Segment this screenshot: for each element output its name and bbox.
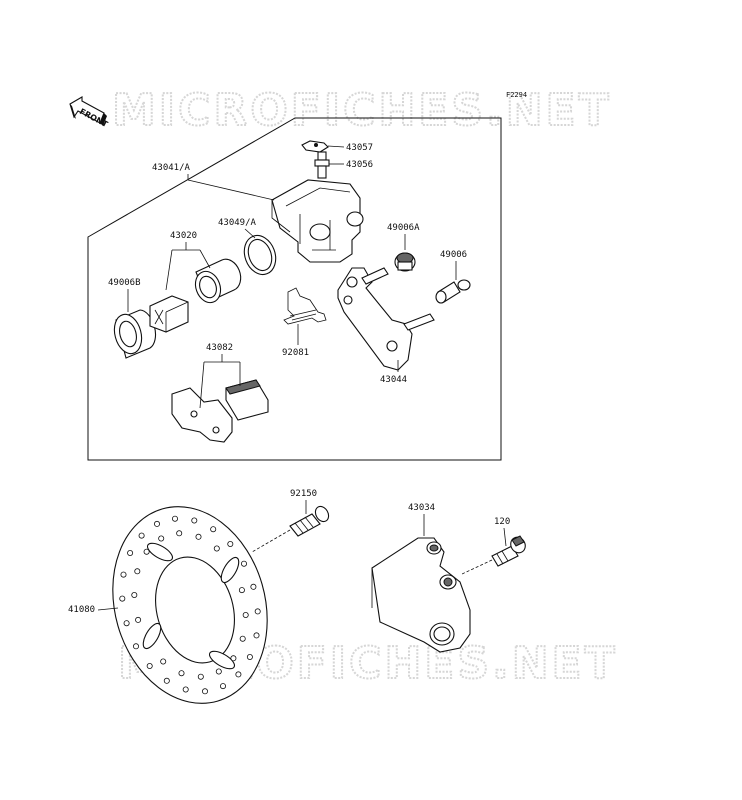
pad-spring: [283, 287, 327, 325]
disc-hole: [238, 587, 245, 594]
disc-hole: [197, 673, 204, 680]
disc-hole: [219, 683, 226, 690]
label-43056: 43056: [346, 160, 373, 170]
label-43082: 43082: [206, 343, 233, 353]
piston-seal: [243, 234, 277, 276]
disc-hole: [119, 595, 126, 602]
piston-insert: [149, 295, 189, 333]
dust-boot-b: [113, 309, 157, 359]
disc-hole: [230, 655, 237, 662]
disc-hole: [250, 583, 257, 590]
disc-hole: [138, 532, 145, 539]
label-49006b: 49006B: [108, 278, 141, 288]
disc-hole: [253, 632, 260, 639]
bleeder-valve: [314, 151, 330, 179]
disc-hole: [201, 688, 208, 695]
watermark-top: MICROFICHES.NET: [112, 85, 612, 136]
disc-hole: [153, 520, 160, 527]
disc-hole: [132, 643, 139, 650]
disc-hole: [160, 658, 167, 665]
disc-hole: [143, 548, 150, 555]
dust-boot-a: [394, 252, 416, 272]
brake-disc: [112, 506, 268, 704]
disc-hole: [146, 663, 153, 670]
disc-hole: [182, 686, 189, 693]
disc-hole: [227, 541, 234, 548]
label-120: 120: [494, 517, 510, 527]
label-43034: 43034: [408, 503, 435, 513]
disc-hole: [120, 571, 127, 578]
label-92081: 92081: [282, 348, 309, 358]
disc-hole: [178, 670, 185, 677]
label-43049a: 43049/A: [218, 218, 257, 228]
label-43041a: 43041/A: [152, 163, 191, 173]
caliper-assembly-frame: [87, 117, 502, 461]
disc-hole: [235, 671, 242, 678]
label-41080: 41080: [68, 605, 95, 615]
bleeder-cap: [301, 140, 329, 153]
disc-hole: [240, 560, 247, 567]
disc-hole: [191, 517, 198, 524]
pin-boot: [435, 279, 471, 304]
disc-hole: [176, 530, 183, 537]
disc-hole: [210, 526, 217, 533]
disc-hole: [123, 620, 130, 627]
disc-hole: [131, 592, 138, 599]
disc-hole: [213, 545, 220, 552]
disc-hole: [158, 535, 165, 542]
disc-bolt: [289, 505, 330, 537]
disc-hole: [134, 568, 141, 575]
brake-pad-set: [171, 379, 269, 443]
diagram-code: F2294: [506, 91, 527, 99]
mount-bolt: [491, 535, 526, 567]
disc-hole: [239, 635, 246, 642]
front-arrow-icon: FRONT: [69, 96, 110, 129]
caliper-piston: [194, 258, 242, 304]
caliper-bracket: [337, 267, 435, 371]
disc-hole: [163, 677, 170, 684]
caliper-mount: [371, 537, 471, 653]
disc-hole: [246, 654, 253, 661]
label-43057: 43057: [346, 143, 373, 153]
disc-hole: [195, 533, 202, 540]
label-43044: 43044: [380, 375, 407, 385]
disc-hole: [254, 608, 261, 615]
disc-hole: [171, 515, 178, 522]
label-49006: 49006: [440, 250, 467, 260]
disc-hole: [127, 550, 134, 557]
label-43020: 43020: [170, 231, 197, 241]
disc-hole: [215, 668, 222, 675]
label-49006a: 49006A: [387, 223, 420, 233]
disc-hole: [135, 616, 142, 623]
disc-hole: [242, 612, 249, 619]
caliper-body: [271, 179, 364, 263]
label-92150: 92150: [290, 489, 317, 499]
